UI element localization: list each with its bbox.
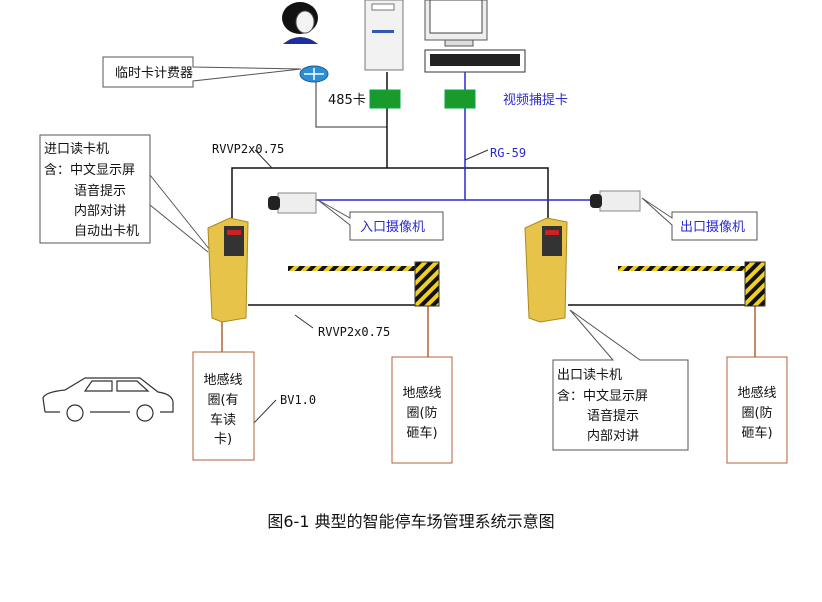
entry-loop-line: 卡) (214, 432, 232, 447)
entry-camera-label: 入口摄像机 (360, 220, 425, 235)
entry-loop-box (192, 351, 255, 461)
exit-barrier-loop-line: 圈(防 (741, 405, 772, 421)
entry-loop-line: 地感线 (203, 372, 242, 388)
cable-bv-label: BV1.0 (280, 393, 316, 407)
entry-reader-line: 含：中文显示屏 (44, 162, 135, 178)
exit-barrier-loop-line: 地感线 (737, 385, 776, 401)
workstation-icon (424, 0, 526, 73)
entry-camera-icon (268, 192, 317, 214)
entry-reader-line: 自动出卡机 (74, 224, 139, 239)
entry-loop-line: 车读 (210, 412, 236, 428)
server-tower-icon (364, 0, 404, 71)
exit-barrier-gate (618, 261, 766, 307)
entry-kiosk-icon (207, 217, 249, 323)
exit-kiosk-icon (524, 217, 568, 323)
entry-barrier-loop-box (391, 356, 453, 464)
exit-reader-line: 含：中文显示屏 (557, 388, 648, 404)
exit-barrier-loop-line: 砸车) (741, 425, 772, 441)
operator-icon (282, 2, 318, 44)
cable-rg59-label: RG-59 (490, 146, 526, 160)
wiring (221, 72, 756, 426)
entry-camera-callout (317, 199, 444, 241)
entry-loop-line: 圈(有 (207, 393, 238, 408)
entry-reader-text: 进口读卡机 含：中文显示屏 语音提示 内部对讲 自动出卡机 (44, 142, 139, 239)
fee-terminal-label: 临时卡计费器 (115, 66, 193, 81)
entry-reader-callout (39, 134, 151, 244)
video-capture-card-label: 视频捕提卡 (503, 92, 568, 108)
router-icon (299, 65, 329, 83)
figure-caption: 图6-1 典型的智能停车场管理系统示意图 (267, 512, 554, 531)
exit-camera-callout (641, 197, 758, 241)
cable-rvvp-bottom-label: RVVP2x0.75 (318, 325, 390, 339)
exit-barrier-loop-box (726, 356, 788, 464)
entry-reader-line: 内部对讲 (74, 203, 126, 219)
video-capture-card-icon (444, 89, 476, 109)
exit-reader-line: 语音提示 (587, 408, 639, 424)
exit-reader-line: 内部对讲 (587, 428, 639, 444)
entry-reader-title: 进口读卡机 (44, 142, 109, 157)
exit-camera-icon (590, 190, 641, 212)
exit-camera-label: 出口摄像机 (680, 220, 745, 235)
car-icon (42, 377, 174, 422)
exit-reader-callout (552, 309, 689, 451)
entry-barrier-loop-line: 圈(防 (406, 405, 437, 421)
rs485-card-icon (369, 89, 401, 109)
entry-barrier-loop-line: 地感线 (402, 385, 441, 401)
exit-reader-title: 出口读卡机 (557, 368, 622, 383)
rs485-card-label: 485卡 (328, 93, 366, 108)
cable-rvvp-top-label: RVVP2x0.75 (212, 142, 284, 156)
entry-barrier-loop-line: 砸车) (406, 425, 437, 441)
fee-terminal-callout (102, 56, 302, 88)
entry-barrier-gate (288, 261, 440, 307)
entry-reader-line: 语音提示 (74, 183, 126, 199)
